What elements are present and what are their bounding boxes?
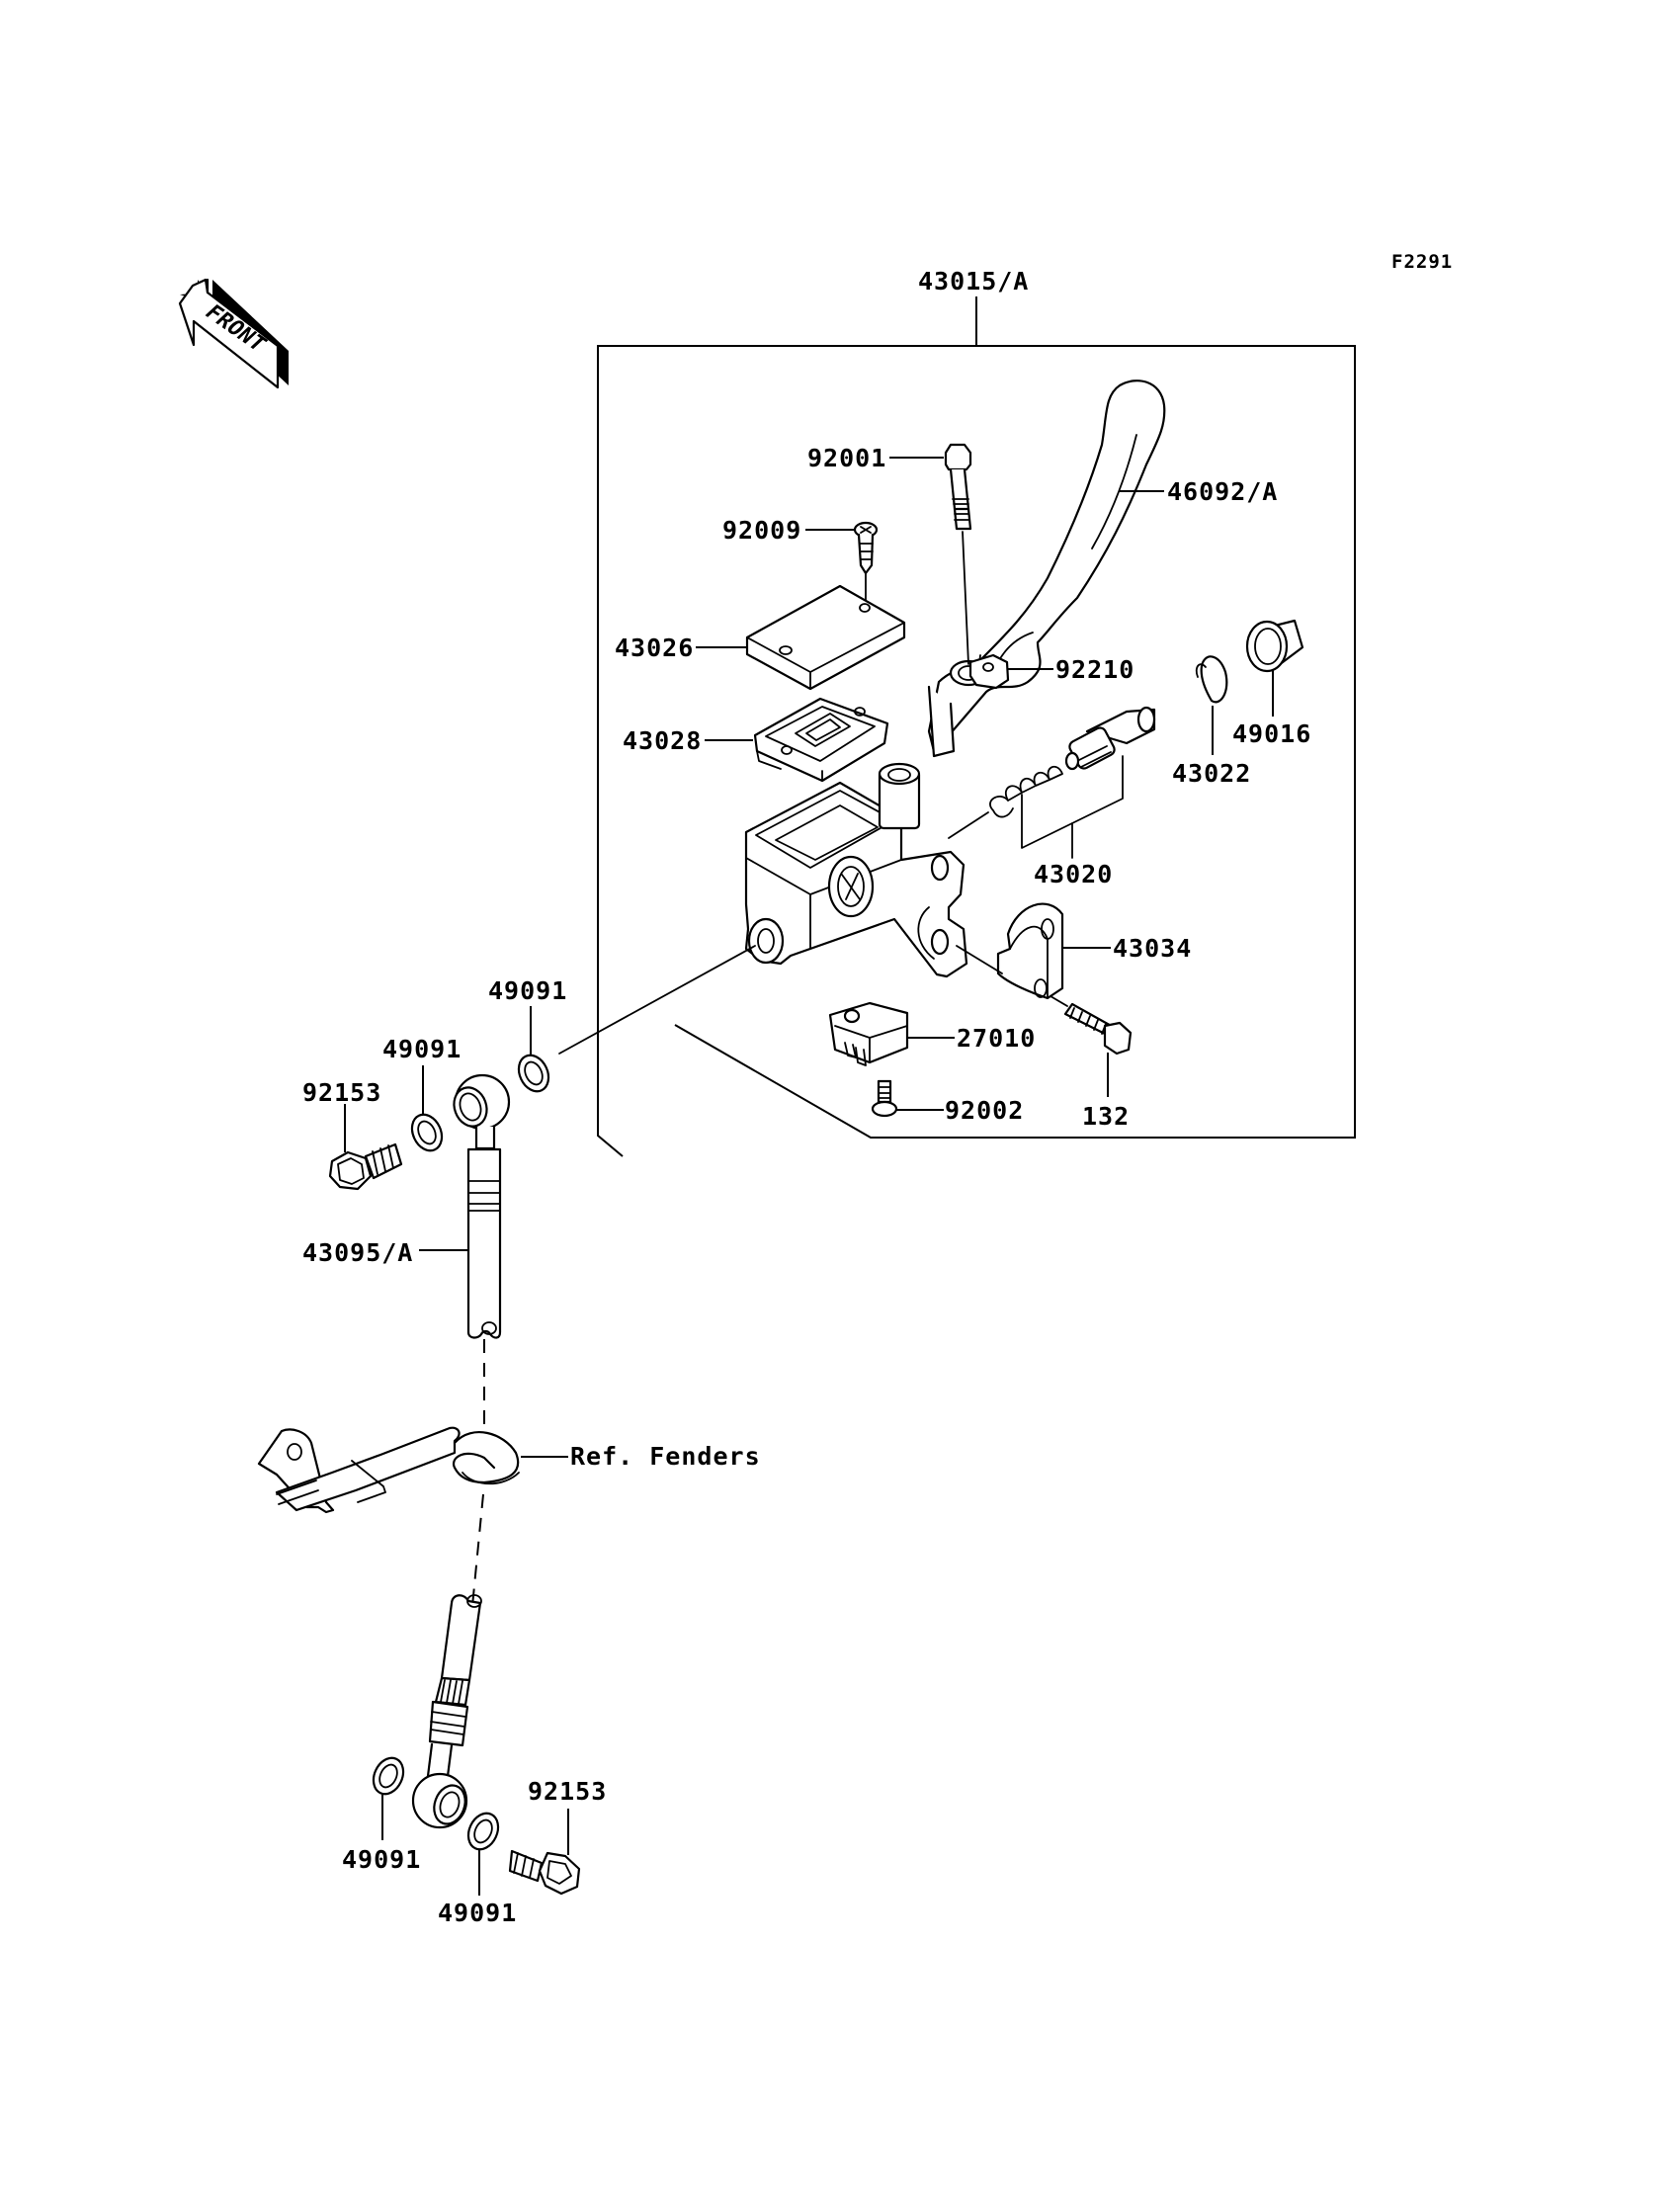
label-92153-b: 92153 <box>528 1777 607 1806</box>
washer-lower-left <box>372 1756 405 1796</box>
brake-light-switch <box>828 1001 909 1066</box>
label-43022: 43022 <box>1172 759 1251 788</box>
label-132: 132 <box>1082 1102 1130 1131</box>
washer-lower-right <box>466 1812 500 1851</box>
label-92153-a: 92153 <box>302 1078 381 1107</box>
figure-code: F2291 <box>1391 251 1453 273</box>
label-49091-c: 49091 <box>342 1845 421 1874</box>
label-27010: 27010 <box>957 1024 1036 1053</box>
circlip <box>1195 655 1228 704</box>
piston-kit <box>948 706 1156 859</box>
pivot-bolt <box>944 443 972 665</box>
label-92009: 92009 <box>722 516 801 545</box>
label-43028: 43028 <box>623 726 702 755</box>
label-49091-d: 49091 <box>438 1899 517 1927</box>
fender-hose-bracket <box>257 1426 520 1514</box>
banjo-bolt-upper <box>328 1142 403 1191</box>
diaphragm-plate <box>753 697 889 783</box>
label-43095a: 43095/A <box>302 1238 413 1267</box>
label-92002: 92002 <box>945 1096 1024 1125</box>
pivot-nut <box>968 653 1010 690</box>
brake-hose-upper <box>453 1073 511 1339</box>
label-43026: 43026 <box>615 634 694 662</box>
label-92210: 92210 <box>1055 655 1134 684</box>
label-49016: 49016 <box>1232 719 1311 748</box>
label-ref-fenders: Ref. Fenders <box>570 1442 761 1471</box>
banjo-bolt-lower <box>508 1849 581 1896</box>
dust-boot <box>1245 619 1304 673</box>
label-43034: 43034 <box>1113 934 1192 963</box>
label-43020: 43020 <box>1034 860 1113 888</box>
label-49091-a: 49091 <box>488 976 567 1005</box>
master-cylinder-body <box>744 762 968 978</box>
switch-screw <box>871 1079 898 1118</box>
washer-upper-inner <box>410 1113 444 1152</box>
reservoir-cap <box>745 584 906 691</box>
clamp-bolt <box>1050 995 1133 1056</box>
brake-hose-lower <box>411 1594 482 1829</box>
handlebar-clamp <box>956 902 1064 1000</box>
front-arrow-icon: FRONT <box>178 278 289 389</box>
washer-upper-outer <box>517 1054 550 1093</box>
cap-screw <box>853 521 879 609</box>
label-92001: 92001 <box>807 444 886 472</box>
label-46092a: 46092/A <box>1167 477 1278 506</box>
assembly-label: 43015/A <box>918 267 1029 296</box>
assembly-box <box>597 345 1356 1157</box>
label-49091-b: 49091 <box>382 1035 462 1063</box>
